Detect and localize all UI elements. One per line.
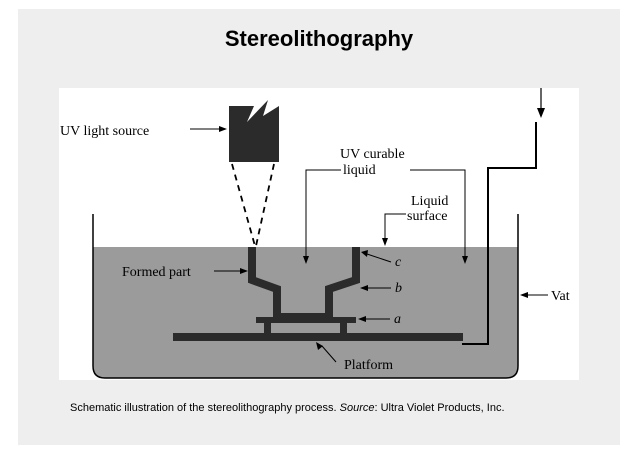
caption-source-label: Source [339,402,375,414]
leader-c-arrow [361,250,368,257]
leader-liquid-arrow-right [462,256,468,264]
leader-uv-light-source-arrow [219,126,227,132]
leader-vat-arrow [520,292,528,298]
elevator-arrow [537,108,545,118]
label-liquid: liquid [343,163,376,178]
leader-platform-arrow [316,342,323,350]
leader-b-arrow [360,285,368,291]
caption-text: Schematic illustration of the stereolith… [70,402,340,414]
formed-part [248,247,360,321]
label-liquid-surface-2: surface [407,209,447,224]
leader-formed-part-arrow [240,268,248,274]
leader-liquid-arrow-left [303,256,309,264]
leader-liquid-surface [384,213,406,240]
caption: Schematic illustration of the stereolith… [70,402,630,414]
uv-beam-left [231,163,256,247]
leader-platform [321,345,337,363]
platform [173,333,463,341]
leader-c [366,253,392,263]
slide-title: Stereolithography [224,26,414,51]
label-platform: Platform [344,358,393,373]
label-liquid-surface-1: Liquid [411,194,448,209]
leader-a-arrow [358,316,366,322]
vat [92,214,519,379]
caption-source-text: : Ultra Violet Products, Inc. [374,402,505,414]
label-formed-part: Formed part [122,265,191,280]
support-post-right [340,323,347,333]
uv-beam-right [255,163,275,247]
label-uv-curable: UV curable [340,147,405,162]
vat-liquid [93,247,518,378]
leader-liquid-surface-arrow [382,238,388,246]
label-a: a [394,312,401,327]
elevator-frame [462,122,537,345]
label-vat: Vat [551,289,570,304]
label-b: b [395,281,402,296]
leader-uv-curable-liquid [305,169,466,256]
support-post-left [264,323,271,333]
uv-light-source [229,100,279,162]
label-c: c [395,255,402,270]
label-uv-light-source: UV light source [60,124,149,139]
